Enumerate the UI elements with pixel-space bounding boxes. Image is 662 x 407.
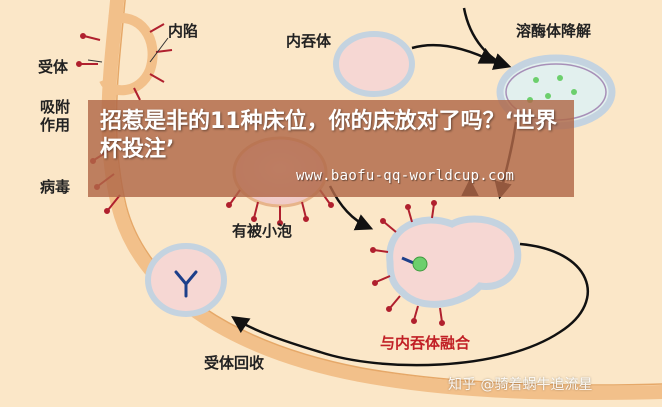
label-endosome: 内吞体: [286, 32, 332, 50]
label-coated-vesicle: 有被小泡: [232, 222, 293, 240]
pointer-invagination: [149, 37, 169, 63]
label-adsorption: 吸附 作用: [40, 98, 71, 134]
label-receptor: 受体: [38, 58, 69, 76]
label-fusion-with-endosome: 与内吞体融合: [380, 334, 471, 352]
label-virus: 病毒: [40, 178, 71, 196]
endosome-top: [333, 31, 415, 97]
ad-overlay-url[interactable]: www.baofu-qq-worldcup.com: [296, 168, 515, 184]
label-invagination: 内陷: [168, 22, 199, 40]
invagination-pit: [99, 13, 173, 101]
ad-overlay-title[interactable]: 招惹是非的11种床位，你的床放对了吗？‘世界杯投注’: [100, 109, 557, 162]
recycling-vesicle: [145, 243, 227, 317]
label-lysosomal-degradation: 溶酶体降解: [516, 22, 592, 40]
ad-overlay-banner[interactable]: [88, 100, 574, 197]
label-receptor-recycling: 受体回收: [204, 354, 265, 372]
pointer-receptor: [87, 59, 103, 63]
watermark: 知乎 @骑着蜗牛追流星: [448, 377, 593, 393]
fused-endosome: [370, 200, 522, 326]
